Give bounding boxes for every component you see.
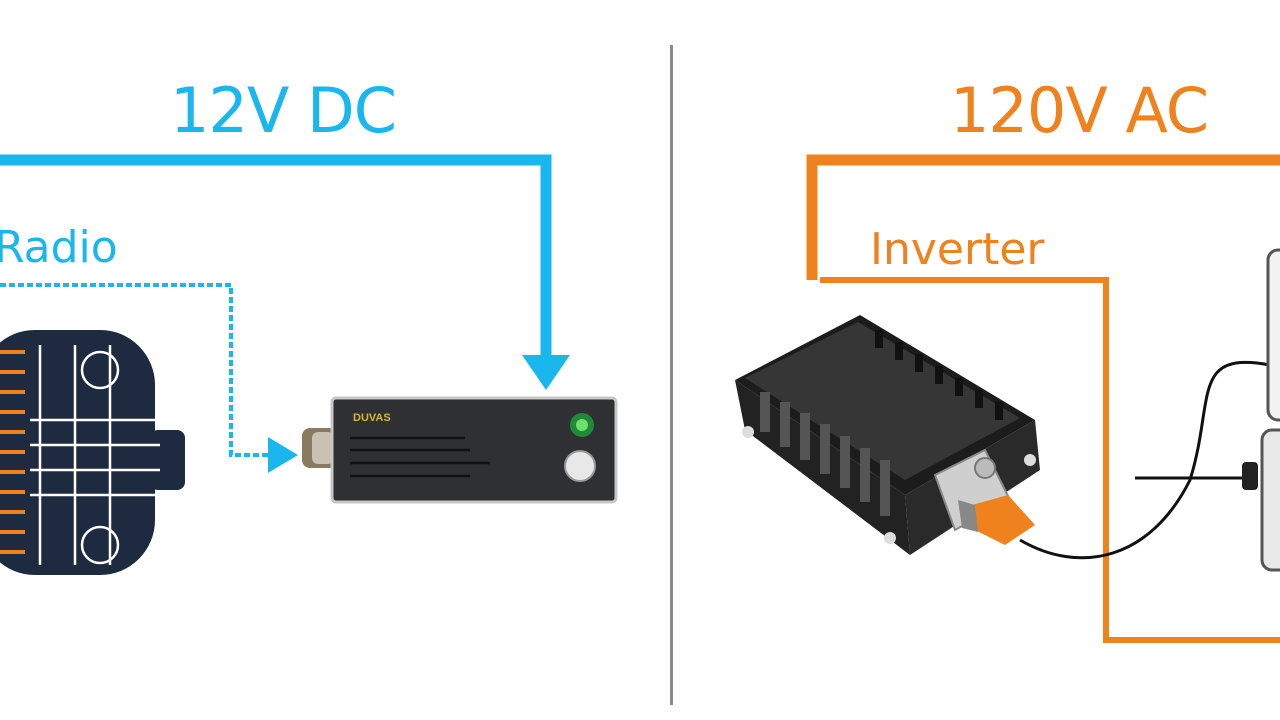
device-brand-label: DUVAS	[353, 412, 391, 424]
dc-device-icon	[302, 396, 618, 504]
radio-connector	[0, 283, 298, 473]
panel-divider	[670, 45, 673, 705]
dc-main-connector	[0, 154, 570, 390]
appliance-icon	[1019, 248, 1280, 572]
power-inverter-icon	[735, 315, 1040, 555]
radio-icon	[0, 330, 185, 575]
ac-main-connector	[806, 154, 1280, 643]
inverter-label: Inverter	[870, 224, 1045, 275]
dc-voltage-title: 12V DC	[170, 74, 397, 147]
ac-voltage-title: 120V AC	[950, 74, 1209, 147]
radio-label: Radio	[0, 222, 118, 273]
